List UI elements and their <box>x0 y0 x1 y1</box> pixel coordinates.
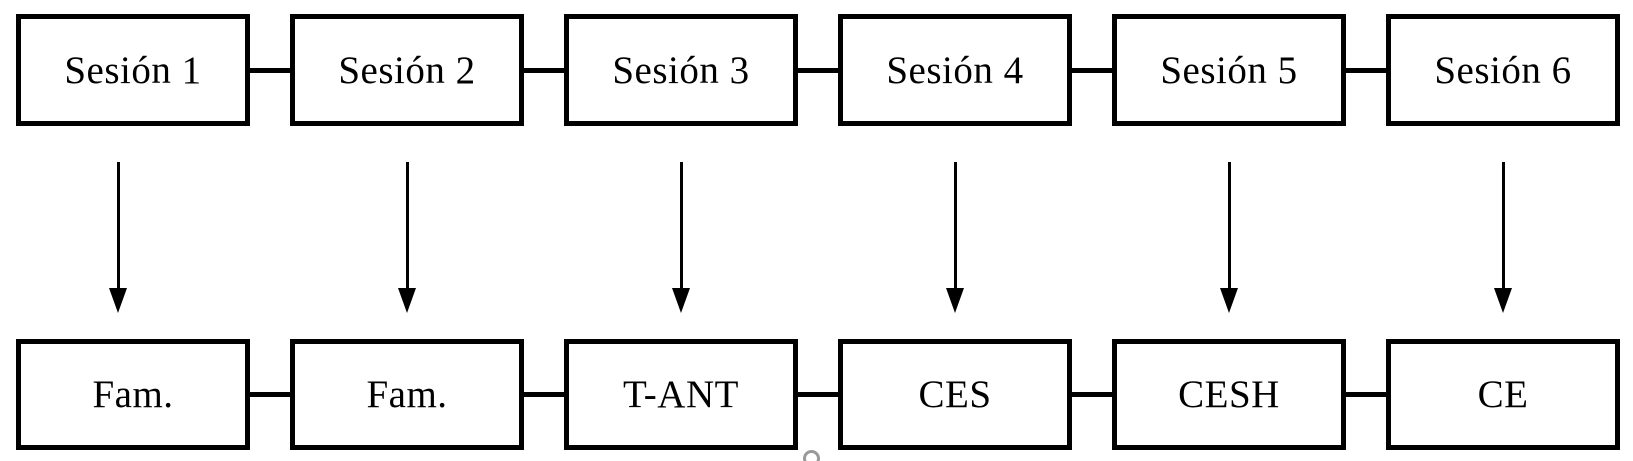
activity-label: CE <box>1477 373 1529 416</box>
session-box-3: Sesión 3 <box>564 14 798 126</box>
down-arrow-icon <box>1494 126 1512 339</box>
activity-box-2: Fam. <box>290 339 524 450</box>
session-box-6: Sesión 6 <box>1386 14 1620 126</box>
horizontal-connector <box>1072 67 1112 73</box>
horizontal-connector <box>524 392 564 397</box>
horizontal-connector <box>1346 67 1386 73</box>
horizontal-connector <box>1072 392 1112 397</box>
activity-row: Fam. Fam. T-ANT CES CESH CE <box>16 339 1620 450</box>
session-box-5: Sesión 5 <box>1112 14 1346 126</box>
session-label: Sesión 3 <box>612 48 750 92</box>
session-box-1: Sesión 1 <box>16 14 250 126</box>
session-label: Sesión 6 <box>1434 48 1572 92</box>
horizontal-connector <box>1346 392 1386 397</box>
session-label: Sesión 2 <box>338 48 476 92</box>
horizontal-connector <box>250 67 290 73</box>
arrow-row <box>16 126 1620 339</box>
activity-label: CESH <box>1178 373 1280 416</box>
activity-label: Fam. <box>366 373 448 416</box>
stray-circle-artifact <box>803 450 820 461</box>
session-label: Sesión 1 <box>64 48 202 92</box>
activity-box-1: Fam. <box>16 339 250 450</box>
activity-label: CES <box>918 373 992 416</box>
session-box-2: Sesión 2 <box>290 14 524 126</box>
activity-box-5: CESH <box>1112 339 1346 450</box>
session-row: Sesión 1 Sesión 2 Sesión 3 Sesión 4 Sesi… <box>16 14 1620 126</box>
activity-label: Fam. <box>92 373 174 416</box>
down-arrow-icon <box>109 126 127 339</box>
session-box-4: Sesión 4 <box>838 14 1072 126</box>
activity-box-4: CES <box>838 339 1072 450</box>
horizontal-connector <box>524 67 564 73</box>
horizontal-connector <box>798 392 838 397</box>
activity-box-3: T-ANT <box>564 339 798 450</box>
down-arrow-icon <box>1220 126 1238 339</box>
session-label: Sesión 4 <box>886 48 1024 92</box>
down-arrow-icon <box>398 126 416 339</box>
down-arrow-icon <box>946 126 964 339</box>
horizontal-connector <box>250 392 290 397</box>
down-arrow-icon <box>672 126 690 339</box>
horizontal-connector <box>798 67 838 73</box>
activity-box-6: CE <box>1386 339 1620 450</box>
session-label: Sesión 5 <box>1160 48 1298 92</box>
activity-label: T-ANT <box>623 373 739 416</box>
